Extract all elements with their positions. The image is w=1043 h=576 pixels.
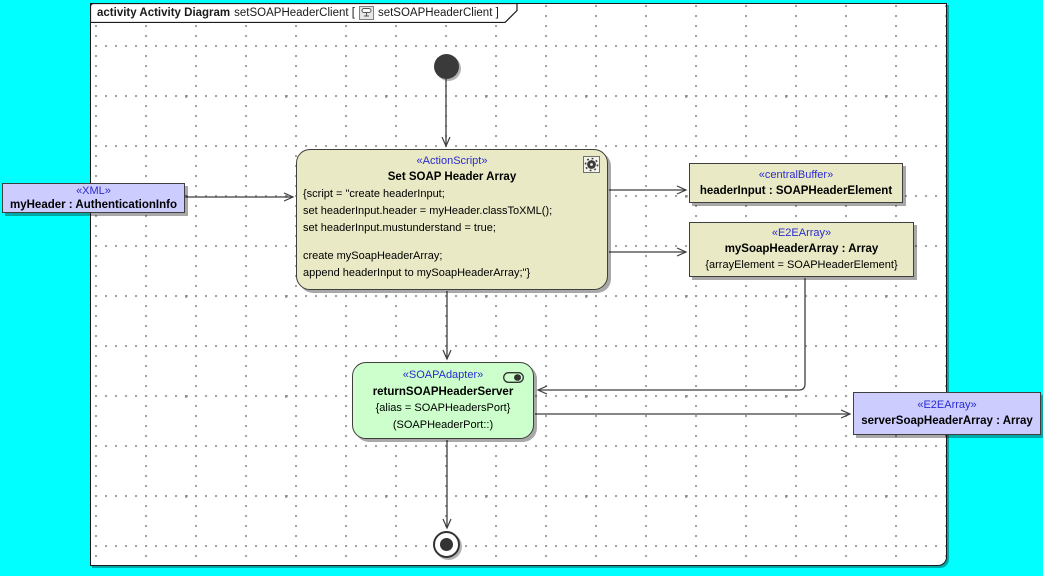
script-line: set headerInput.header = myHeader.classT… (303, 205, 553, 217)
array-node-serversoapheaderarray[interactable]: «E2EArray» serverSoapHeaderArray : Array (853, 392, 1041, 435)
toggle-icon (503, 372, 524, 383)
node-name: headerInput : SOAPHeaderElement (699, 185, 893, 197)
flow-mysoapheaderarray-to-returnserver[interactable] (538, 278, 806, 390)
initial-node[interactable] (434, 54, 459, 79)
gear-icon (583, 156, 600, 173)
node-name: serverSoapHeaderArray : Array (861, 415, 1033, 427)
node-name: Set SOAP Header Array (387, 171, 517, 183)
array-node-mysoapheaderarray[interactable]: «E2EArray» mySoapHeaderArray : Array {ar… (689, 222, 914, 277)
frame-label: activity Activity Diagram setSOAPHeaderC… (90, 3, 518, 23)
script-line: {script = "create headerInput; (303, 188, 445, 200)
stereotype-label: «E2EArray» (771, 227, 832, 239)
action-script-body: {script = "create headerInput; set heade… (297, 185, 607, 282)
activity-diagram-icon (358, 6, 374, 20)
node-constraint: {arrayElement = SOAPHeaderElement} (705, 259, 898, 271)
stereotype-label: «XML» (76, 185, 111, 197)
stereotype-label: «ActionScript» (416, 155, 488, 167)
stereotype-label: «SOAPAdapter» (402, 369, 484, 381)
soap-adapter-node-returnsoapheaderserver[interactable]: «SOAPAdapter» returnSOAPHeaderServer {al… (352, 362, 534, 439)
script-line: append headerInput to mySoapHeaderArray;… (303, 267, 531, 279)
object-node-myheader[interactable]: «XML» myHeader : AuthenticationInfo (2, 183, 185, 213)
script-line: create mySoapHeaderArray; (303, 250, 443, 262)
central-buffer-node-headerinput[interactable]: «centralBuffer» headerInput : SOAPHeader… (689, 163, 903, 203)
node-name: mySoapHeaderArray : Array (724, 243, 879, 255)
node-name: returnSOAPHeaderServer (372, 385, 514, 398)
activity-final-dot (440, 538, 453, 551)
activity-final-node[interactable] (433, 531, 460, 558)
frame-diagram-name-suffix: setSOAPHeaderClient ] (377, 7, 499, 19)
stereotype-label: «centralBuffer» (758, 169, 834, 181)
stereotype-label: «E2EArray» (917, 399, 977, 411)
script-line: set headerInput.mustunderstand = true; (303, 222, 496, 234)
node-port: (SOAPHeaderPort::) (392, 418, 494, 431)
frame-keyword: activity Activity Diagram (97, 7, 231, 19)
node-name: myHeader : AuthenticationInfo (10, 199, 177, 211)
frame-label-shape (90, 3, 518, 23)
action-node-set-soap-header-array[interactable]: «ActionScript» Set SOAP Header Array {sc… (296, 149, 608, 290)
script-line-blank (303, 237, 601, 248)
node-alias: {alias = SOAPHeadersPort} (375, 402, 511, 414)
frame-diagram-name-prefix: setSOAPHeaderClient [ (234, 7, 355, 19)
